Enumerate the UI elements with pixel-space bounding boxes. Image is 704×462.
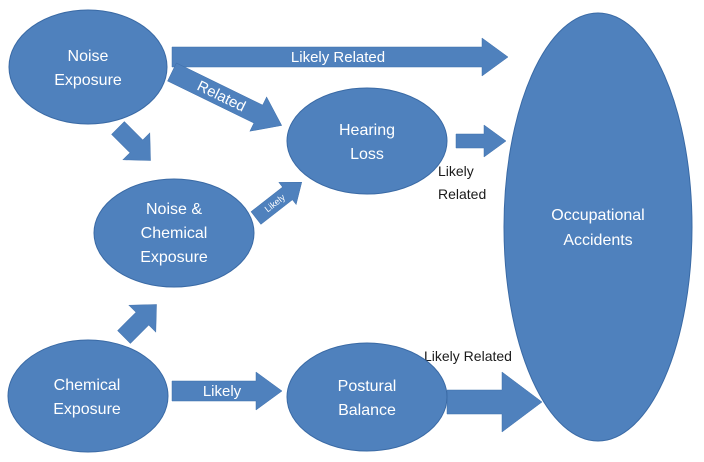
node-noise-chemical-exposure: Noise & Chemical Exposure xyxy=(93,178,255,288)
arrow-shape xyxy=(446,371,543,433)
node-noise-exposure: Noise Exposure xyxy=(8,9,168,125)
arrow-shape xyxy=(171,371,283,411)
arrow-shape xyxy=(455,124,507,158)
node-label-line: Accidents xyxy=(563,232,632,249)
arrow-shape xyxy=(117,304,157,344)
node-label-line: Noise xyxy=(68,48,109,65)
node-label-line: Chemical xyxy=(54,377,121,394)
arrow-shape xyxy=(111,121,151,161)
node-label-line: Loss xyxy=(350,146,384,163)
arrow-combined-to-hearing: Likely xyxy=(250,182,303,225)
node-occupational-accidents: Occupational Accidents xyxy=(503,12,693,442)
arrow-shape xyxy=(171,37,509,77)
node-label-line: Postural xyxy=(338,378,397,395)
arrow-chemical-to-postural: Likely xyxy=(171,371,283,411)
node-label-line: Balance xyxy=(338,402,396,419)
arrow-shape xyxy=(167,62,283,132)
edge-label-noise-to-hearing: Related xyxy=(194,78,248,116)
node-hearing-loss: Hearing Loss xyxy=(286,87,448,195)
arrow-shape xyxy=(250,182,303,225)
edge-label-hearing-to-accidents-line2: Related xyxy=(438,186,486,202)
node-postural-balance: Postural Balance xyxy=(286,342,448,452)
node-label-line: Exposure xyxy=(54,72,122,89)
node-shape xyxy=(8,9,168,125)
node-shape xyxy=(286,342,448,452)
edge-label-postural-to-accidents: Likely Related xyxy=(424,348,512,364)
edge-label-noise-to-accidents: Likely Related xyxy=(291,49,385,66)
edge-label-hearing-to-accidents-line1: Likely xyxy=(438,163,474,179)
node-chemical-exposure: Chemical Exposure xyxy=(7,339,169,453)
arrow-chemical-to-combined xyxy=(117,304,157,344)
node-label-line: Exposure xyxy=(53,401,121,418)
node-shape xyxy=(7,339,169,453)
node-label-line: Exposure xyxy=(140,249,208,266)
arrow-hearing-to-accidents xyxy=(455,124,507,158)
node-label-line: Occupational xyxy=(551,207,644,224)
node-label-line: Chemical xyxy=(141,225,208,242)
arrow-postural-to-accidents xyxy=(446,371,543,433)
node-label-line: Hearing xyxy=(339,122,395,139)
node-shape xyxy=(93,178,255,288)
arrow-noise-to-hearing: Related xyxy=(167,62,283,132)
arrow-noise-to-combined xyxy=(111,121,151,161)
arrow-noise-to-accidents: Likely Related xyxy=(171,37,509,77)
node-label-line: Noise & xyxy=(146,201,202,218)
node-shape xyxy=(503,12,693,442)
edge-label-chemical-to-postural: Likely xyxy=(203,383,242,400)
node-shape xyxy=(286,87,448,195)
